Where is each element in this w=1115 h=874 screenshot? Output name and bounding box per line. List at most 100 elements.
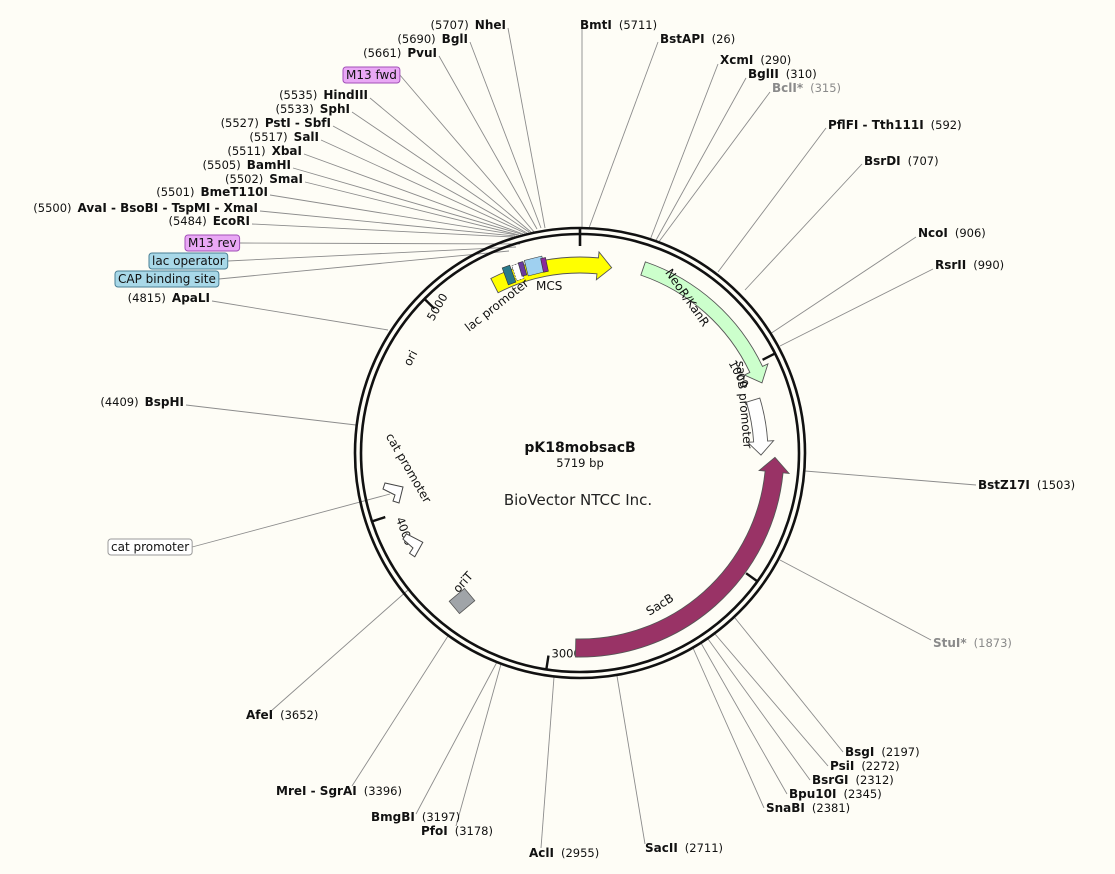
cut-site-pflfi-tth111i-name: PflFI - Tth111I: [828, 118, 924, 132]
cut-site-leader: [211, 300, 389, 331]
cut-site-bmti-name: BmtI: [580, 18, 612, 32]
cut-site-leader: [369, 97, 532, 233]
cut-site-snabi-position: (2381): [812, 801, 850, 815]
cut-site-smai-position: (5502): [225, 172, 263, 186]
bp-ticks: 10002000300040005000: [371, 291, 776, 670]
cut-site-leader: [351, 635, 449, 787]
cut-site-mrei-sgrai-name: MreI - SgrAI: [276, 784, 357, 798]
cut-site-leader: [616, 675, 646, 845]
cut-site-hindiii-position: (5535): [279, 88, 317, 102]
cut-site-leader: [707, 638, 811, 781]
cut-site-leader: [657, 91, 771, 244]
cut-site-leader: [692, 647, 765, 809]
cut-site-acli-name: AclI: [529, 846, 554, 860]
cut-site-leader: [507, 27, 546, 229]
feature-box-m13-fwd: M13 fwd: [342, 66, 401, 84]
feature-box-text: M13 fwd: [346, 68, 397, 82]
cut-site-bmet110i-position: (5501): [156, 185, 194, 199]
cut-site-leader: [438, 55, 538, 230]
orit-label: oriT: [450, 569, 476, 596]
neor-kanr-feature: [640, 261, 769, 384]
feature-box-leader: [192, 493, 391, 548]
feature-box-frame: [114, 270, 220, 288]
plasmid-name: pK18mobsacB: [524, 440, 635, 456]
cut-site-leader: [320, 139, 526, 234]
cut-site-ecori-name: EcoRI: [213, 214, 250, 228]
feature-box-cap-binding-site: CAP binding site: [114, 270, 220, 288]
cut-site-pvui-name: PvuI: [407, 46, 437, 60]
cut-site-leader: [714, 633, 829, 767]
cut-site-ncoi-position: (906): [955, 226, 986, 240]
tick-mark: [371, 515, 386, 523]
cut-site-leader: [303, 153, 524, 235]
feature-box-text: M13 rev: [188, 236, 237, 250]
cat-promoter-arrow: [382, 482, 404, 504]
sacb-promoter-feature: [745, 397, 775, 456]
orit-feature: [448, 587, 476, 615]
cut-site-leader: [332, 125, 528, 234]
feature-box-leader: [399, 74, 536, 234]
cut-site-sali-name: SalI: [294, 130, 319, 144]
feature-box-frame: [342, 66, 401, 84]
cat-promoter-arrow: [402, 533, 424, 558]
organization-label: BioVector NTCC Inc.: [504, 491, 652, 509]
cut-site-leader: [269, 194, 518, 236]
sacb-label: SacB: [644, 591, 677, 619]
cut-site-bmgbi-position: (3197): [422, 810, 460, 824]
cut-site-pfoi-position: (3178): [455, 824, 493, 838]
cut-site-bstapi-name: BstAPI: [660, 32, 705, 46]
cut-site-leader: [540, 676, 555, 849]
m13-fwd-block: [540, 257, 549, 273]
cut-site-bsphi-position: (4409): [100, 395, 138, 409]
cut-site-sphi-name: SphI: [320, 102, 350, 116]
cut-site-stui-name: StuI*: [933, 636, 967, 650]
cut-site-bglii-name: BglII: [748, 67, 779, 81]
cut-site-psii-name: PsiI: [830, 759, 854, 773]
cut-site-bstz17i-name: BstZ17I: [978, 478, 1030, 492]
cut-site-stui-position: (1873): [974, 636, 1012, 650]
cut-site-acli-position: (2955): [561, 846, 599, 860]
cut-site-nhei-name: NheI: [475, 18, 506, 32]
cut-site-leader: [744, 163, 863, 291]
cut-site-bmet110i-name: BmeT110I: [201, 185, 269, 199]
cut-site-leader: [649, 63, 719, 241]
cut-site-avai-bsobi-tspmi-xmai-name: AvaI - BsoBI - TspMI - XmaI: [78, 201, 258, 215]
cut-site-leader: [251, 223, 514, 238]
cut-site-leader: [185, 404, 357, 426]
cut-site-ecori-position: (5484): [168, 214, 206, 228]
leader-lines: [185, 27, 977, 849]
cut-site-pvui-position: (5661): [363, 46, 401, 60]
feature-box-m13-rev: M13 rev: [184, 234, 241, 252]
tick-mark: [745, 572, 759, 583]
cut-site-smai-name: SmaI: [269, 172, 303, 186]
plasmid-length: 5719 bp: [556, 456, 604, 470]
cut-site-sacii-position: (2711): [685, 841, 723, 855]
cut-site-xbai-position: (5511): [227, 144, 265, 158]
cut-site-leader: [779, 268, 934, 347]
cut-site-avai-bsobi-tspmi-xmai-position: (5500): [33, 201, 71, 215]
cut-site-bsrgi-position: (2312): [856, 773, 894, 787]
cut-site-leader: [292, 167, 522, 235]
cut-site-leader: [588, 41, 659, 229]
cut-site-bpu10i-name: Bpu10I: [789, 787, 836, 801]
feature-box-text: lac operator: [152, 254, 225, 268]
cut-site-leader: [654, 77, 747, 243]
mcs-label: MCS: [536, 279, 562, 293]
cut-site-psii-position: (2272): [861, 759, 899, 773]
cut-site-xbai-name: XbaI: [272, 144, 302, 158]
mcs-cluster: [501, 255, 549, 286]
cut-site-bcli-name: BclI*: [772, 81, 804, 95]
cut-site-bcli-position: (315): [810, 81, 841, 95]
cut-site-psti-sbfi-position: (5527): [221, 116, 259, 130]
cut-site-bsrdi-name: BsrDI: [864, 154, 901, 168]
feature-box-cat-promoter: cat promoter: [107, 538, 193, 556]
cut-site-bgli-position: (5690): [397, 32, 435, 46]
sacb-feature: [574, 456, 791, 658]
feature-box-lac-operator: lac operator: [148, 252, 229, 270]
cut-site-xcmi-name: XcmI: [720, 53, 753, 67]
cut-site-rsrii-name: RsrII: [935, 258, 966, 272]
cut-site-bamhi-name: BamHI: [247, 158, 291, 172]
cut-site-rsrii-position: (990): [973, 258, 1004, 272]
feature-box-frame: [184, 234, 241, 252]
